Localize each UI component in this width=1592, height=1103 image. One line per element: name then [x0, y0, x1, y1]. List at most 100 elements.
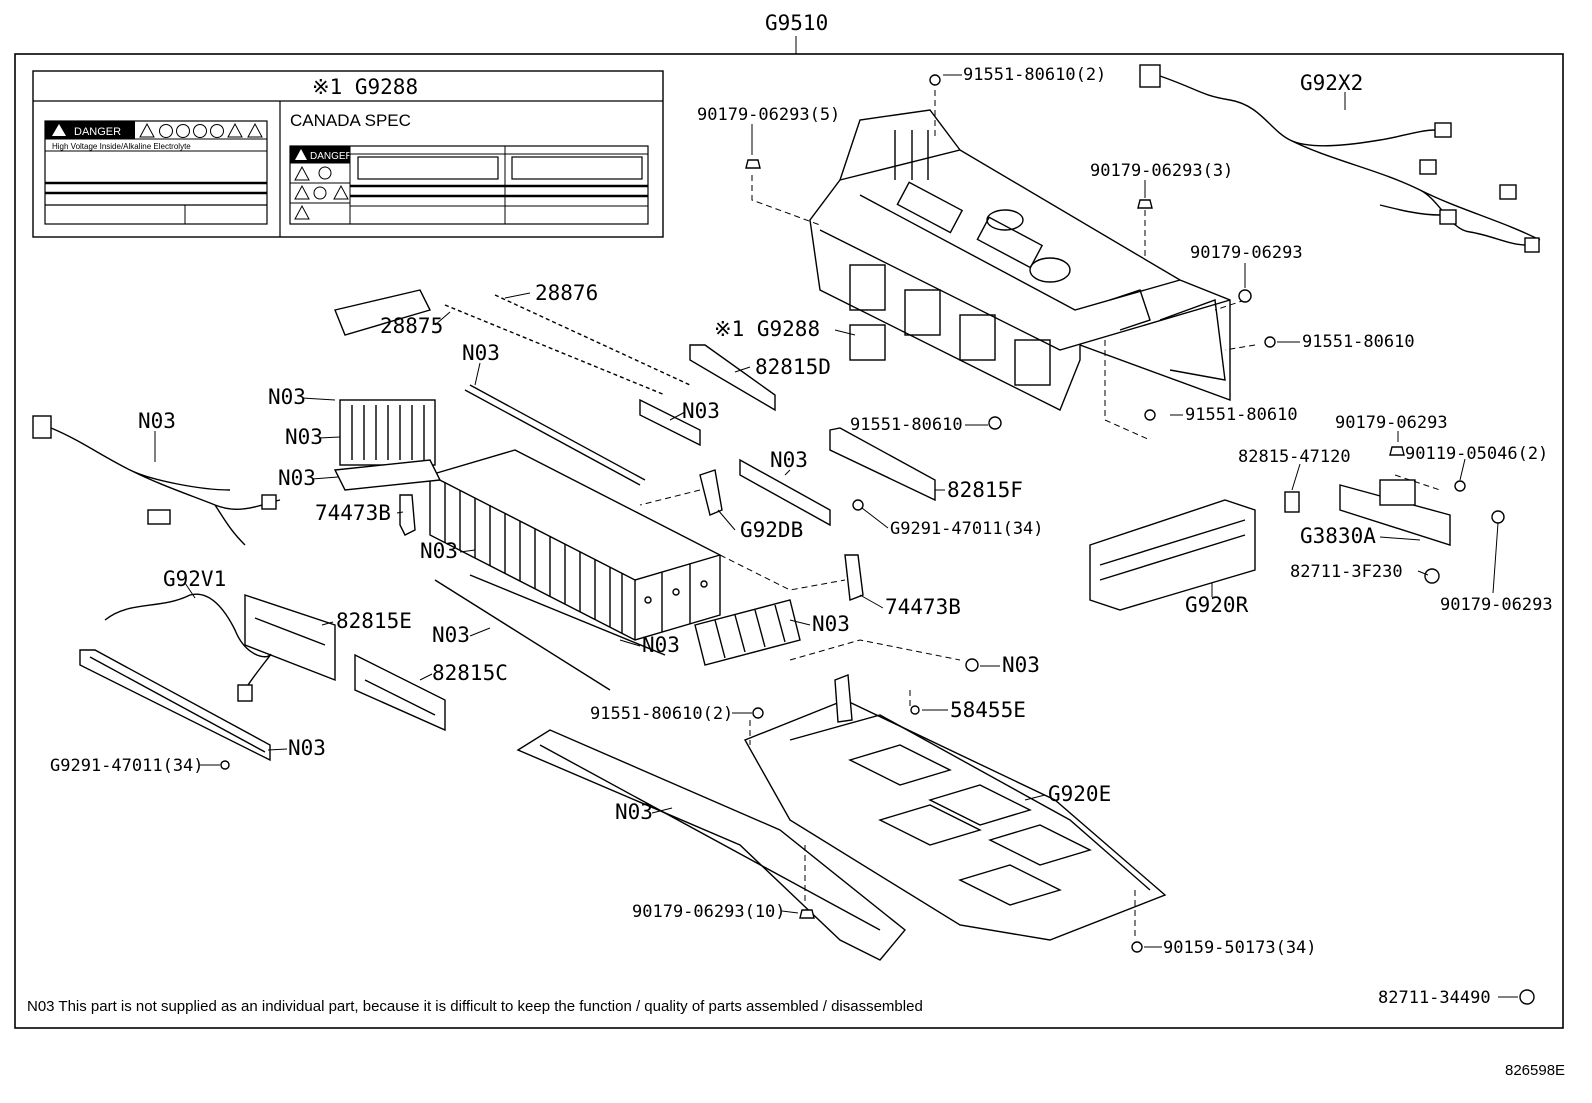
callout-82711-3f230: 82711-3F230 — [1290, 562, 1403, 582]
busbar-cover-82815c-part — [354, 653, 446, 732]
leader-lines — [154, 74, 1518, 998]
label-box-title: ※1 G9288 — [312, 75, 418, 99]
callout-74473b-right: 74473B — [885, 595, 961, 619]
warning-triangle-icon — [52, 124, 66, 136]
callout-90119-05046-2: 90119-05046(2) — [1405, 444, 1548, 464]
fasteners — [220, 74, 1535, 1005]
callout-n03-rod-lower: N03 — [432, 623, 470, 647]
bracket-g92db-part — [699, 469, 723, 516]
callout-91551-80610-a: 91551-80610 — [1302, 332, 1415, 352]
assembly-dash-lines — [639, 90, 1441, 940]
callout-90179-06293-b: 90179-06293 — [1335, 413, 1448, 433]
clip-icon — [1424, 568, 1440, 584]
callout-n03-cells: N03 — [285, 425, 323, 449]
tie-rod-upper-part — [464, 384, 646, 486]
callout-28875: 28875 — [380, 314, 443, 338]
bracket-74473b-right-part — [844, 554, 864, 601]
wire-harness-g92x2-part — [1139, 64, 1541, 253]
callout-91551-80610-b: 91551-80610 — [850, 415, 963, 435]
bolt-icon — [752, 707, 764, 719]
diagram-frame — [14, 53, 1564, 1029]
bolt-icon — [1264, 336, 1276, 348]
callout-n03-stack: N03 — [420, 539, 458, 563]
upper-case-part — [809, 109, 1231, 411]
lower-tray-g920e-part — [743, 674, 1167, 941]
callout-n03-plate-bottom: N03 — [278, 466, 316, 490]
callout-g920e: G920E — [1048, 782, 1111, 806]
drawing-number: 826598E — [1505, 1062, 1565, 1079]
callout-n03-harness: N03 — [138, 409, 176, 433]
end-plate-lower-part — [694, 599, 801, 666]
callout-n03-holder: N03 — [682, 399, 720, 423]
callout-91551-80610-c: 91551-80610 — [1185, 405, 1298, 425]
danger-label-left: DANGER High Voltage Inside/Alkaline Elec… — [44, 120, 268, 225]
callout-82815-47120: 82815-47120 — [1238, 447, 1351, 467]
callout-90179-06293-a: 90179-06293 — [1190, 243, 1303, 263]
assembly-label: G9510 — [765, 11, 828, 35]
bolt-icon — [929, 74, 941, 86]
callout-g92v1: G92V1 — [163, 567, 226, 591]
g9288-label-plate — [849, 324, 886, 361]
callout-74473b-left: 74473B — [315, 501, 391, 525]
danger-word: DANGER — [74, 126, 121, 138]
callout-28876: 28876 — [535, 281, 598, 305]
callout-g9288-mid: ※1 G9288 — [714, 317, 820, 341]
busbar-cover-82815f-part — [829, 427, 936, 502]
callout-90179-06293-c: 90179-06293 — [1440, 595, 1553, 615]
clip-icon — [1519, 989, 1535, 1005]
callout-n03-bolt: N03 — [1002, 653, 1040, 677]
callout-82815e: 82815E — [336, 609, 412, 633]
end-plate-upper-part — [333, 289, 442, 491]
callout-91551-80610-2-bottom: 91551-80610(2) — [590, 704, 733, 724]
wire-harness-left-part — [32, 415, 281, 546]
callout-g9291-47011-34-right: G9291-47011(34) — [890, 519, 1044, 539]
bracket-82815-47120-part — [1284, 491, 1300, 513]
busbar-holder-n03-part — [639, 398, 701, 447]
callout-g920r: G920R — [1185, 593, 1249, 617]
wire-harness-g92v1-part — [79, 593, 272, 762]
bolt-icon — [1454, 480, 1466, 492]
bolt-icon — [1131, 941, 1143, 953]
callout-n03-holder-b: N03 — [770, 448, 808, 472]
hazard-symbols-icon — [294, 165, 349, 220]
nut-icon — [852, 499, 864, 511]
callout-82815d: 82815D — [755, 355, 831, 379]
bracket-g3830a-part — [1284, 479, 1451, 546]
bolt-icon — [965, 658, 979, 672]
nut-icon — [220, 760, 230, 770]
tie-rod-lower-part — [434, 574, 666, 691]
footnote: N03 This part is not supplied as an indi… — [27, 998, 923, 1015]
callout-g92x2: G92X2 — [1300, 71, 1363, 95]
canada-danger-word: DANGER — [310, 151, 353, 162]
callout-91551-80610-2-top: 91551-80610(2) — [963, 65, 1106, 85]
canada-spec-heading: CANADA SPEC — [290, 111, 411, 130]
pin-icon — [910, 705, 920, 715]
callout-90179-06293-10: 90179-06293(10) — [632, 902, 786, 922]
warning-line: High Voltage Inside/Alkaline Electrolyte — [52, 142, 191, 151]
nut-icon — [745, 159, 761, 169]
callout-n03-rod-top: N03 — [462, 341, 500, 365]
callout-90179-06293-3: 90179-06293(3) — [1090, 161, 1233, 181]
nut-icon — [1137, 199, 1153, 209]
lower-frame-n03-part — [516, 729, 906, 961]
nut-icon — [1491, 510, 1505, 524]
callout-g9291-47011-34-left: G9291-47011(34) — [50, 756, 204, 776]
bus-bar-28876-part — [494, 294, 691, 386]
bolt-icon — [1144, 409, 1156, 421]
nut-icon — [799, 909, 815, 919]
callout-n03-cover: N03 — [288, 736, 326, 760]
callout-g3830a: G3830A — [1300, 524, 1376, 548]
busbar-cover-82815e-part — [244, 594, 336, 682]
callout-90179-06293-5: 90179-06293(5) — [697, 105, 840, 125]
bolt-icon — [988, 416, 1002, 430]
hazard-symbols-icon — [139, 122, 263, 138]
callout-n03-plate-top: N03 — [268, 385, 306, 409]
callout-g92db: G92DB — [740, 518, 803, 542]
callout-n03-end-plate: N03 — [812, 612, 850, 636]
callout-58455e: 58455E — [950, 698, 1026, 722]
bracket-74473b-left-part — [399, 494, 416, 536]
callout-82815c: 82815C — [432, 661, 508, 685]
callout-82711-34490: 82711-34490 — [1378, 988, 1491, 1008]
